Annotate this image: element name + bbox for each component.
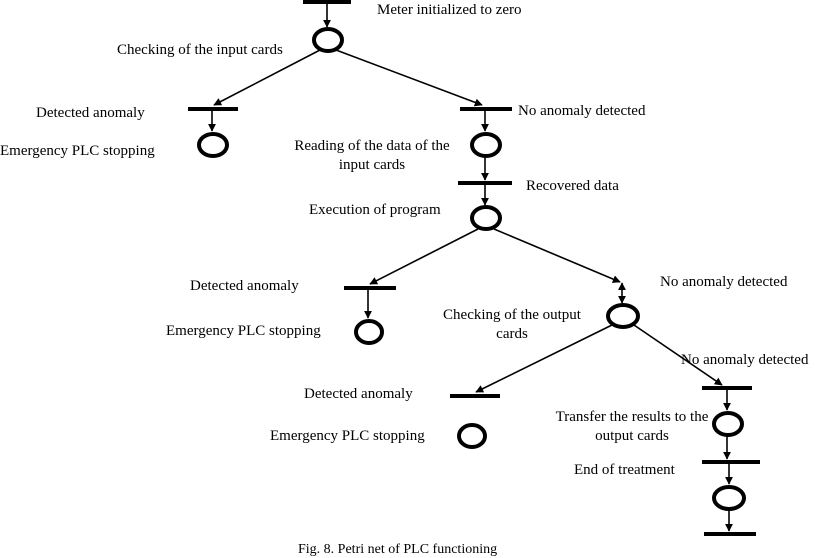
- place-emergency-stop-2: [354, 319, 384, 345]
- label-meter-initialized: Meter initialized to zero: [377, 2, 522, 18]
- label-checking-output: Checking of the output cards: [430, 307, 594, 343]
- arc-check-input-to-anomaly-1: [213, 49, 321, 106]
- transition-start: [303, 0, 351, 4]
- label-transfer-line1: Transfer the results to the: [555, 409, 709, 425]
- transition-detected-anomaly-3: [450, 394, 500, 398]
- transition-no-anomaly-3: [702, 386, 752, 390]
- label-no-anomaly-2: No anomaly detected: [660, 274, 788, 290]
- label-transfer-line2: output cards: [595, 428, 669, 444]
- arc-check-output-to-anomaly-3: [475, 324, 613, 393]
- transition-final: [704, 532, 756, 536]
- label-transfer-results: Transfer the results to the output cards: [546, 409, 718, 445]
- label-no-anomaly-1: No anomaly detected: [518, 103, 646, 119]
- label-recovered-data: Recovered data: [526, 178, 619, 194]
- label-checking-output-line1: Checking of the output: [443, 307, 581, 323]
- transition-recovered-data: [458, 181, 512, 185]
- label-execution-program: Execution of program: [309, 202, 441, 218]
- place-checking-output-cards: [606, 303, 640, 329]
- label-reading-data-line2: input cards: [338, 157, 406, 173]
- arc-check-input-to-no-anomaly-1: [335, 49, 483, 107]
- arc-check-output-to-no-anomaly-3: [633, 324, 723, 386]
- label-end-treatment: End of treatment: [574, 462, 675, 478]
- place-emergency-stop-3: [457, 423, 487, 449]
- place-execution-program: [470, 205, 502, 231]
- label-reading-data-line1: Reading of the data of the: [294, 138, 450, 154]
- place-checking-input-cards: [312, 27, 344, 53]
- label-detected-anomaly-3: Detected anomaly: [304, 386, 413, 402]
- transition-detected-anomaly-2: [344, 286, 396, 290]
- place-end-treatment: [712, 485, 746, 511]
- place-reading-input-data: [470, 132, 502, 158]
- label-checking-input-cards: Checking of the input cards: [117, 42, 283, 58]
- figure-caption: Fig. 8. Petri net of PLC functioning: [298, 542, 498, 557]
- label-emergency-stop-1: Emergency PLC stopping: [0, 143, 155, 159]
- place-transfer-results: [712, 411, 744, 437]
- arc-execution-to-anomaly-2: [369, 228, 479, 285]
- transition-end-treatment: [702, 460, 760, 464]
- label-detected-anomaly-2: Detected anomaly: [190, 278, 299, 294]
- label-no-anomaly-3: No anomaly detected: [681, 352, 809, 368]
- transition-no-anomaly-1: [460, 107, 512, 111]
- label-emergency-stop-2: Emergency PLC stopping: [166, 323, 321, 339]
- place-emergency-stop-1: [197, 132, 229, 158]
- label-emergency-stop-3: Emergency PLC stopping: [270, 428, 425, 444]
- label-reading-data: Reading of the data of the input cards: [284, 138, 460, 174]
- label-detected-anomaly-1: Detected anomaly: [36, 105, 145, 121]
- arc-execution-to-check-output: [493, 228, 621, 283]
- label-checking-output-line2: cards: [496, 326, 528, 342]
- transition-detected-anomaly-1: [188, 107, 238, 111]
